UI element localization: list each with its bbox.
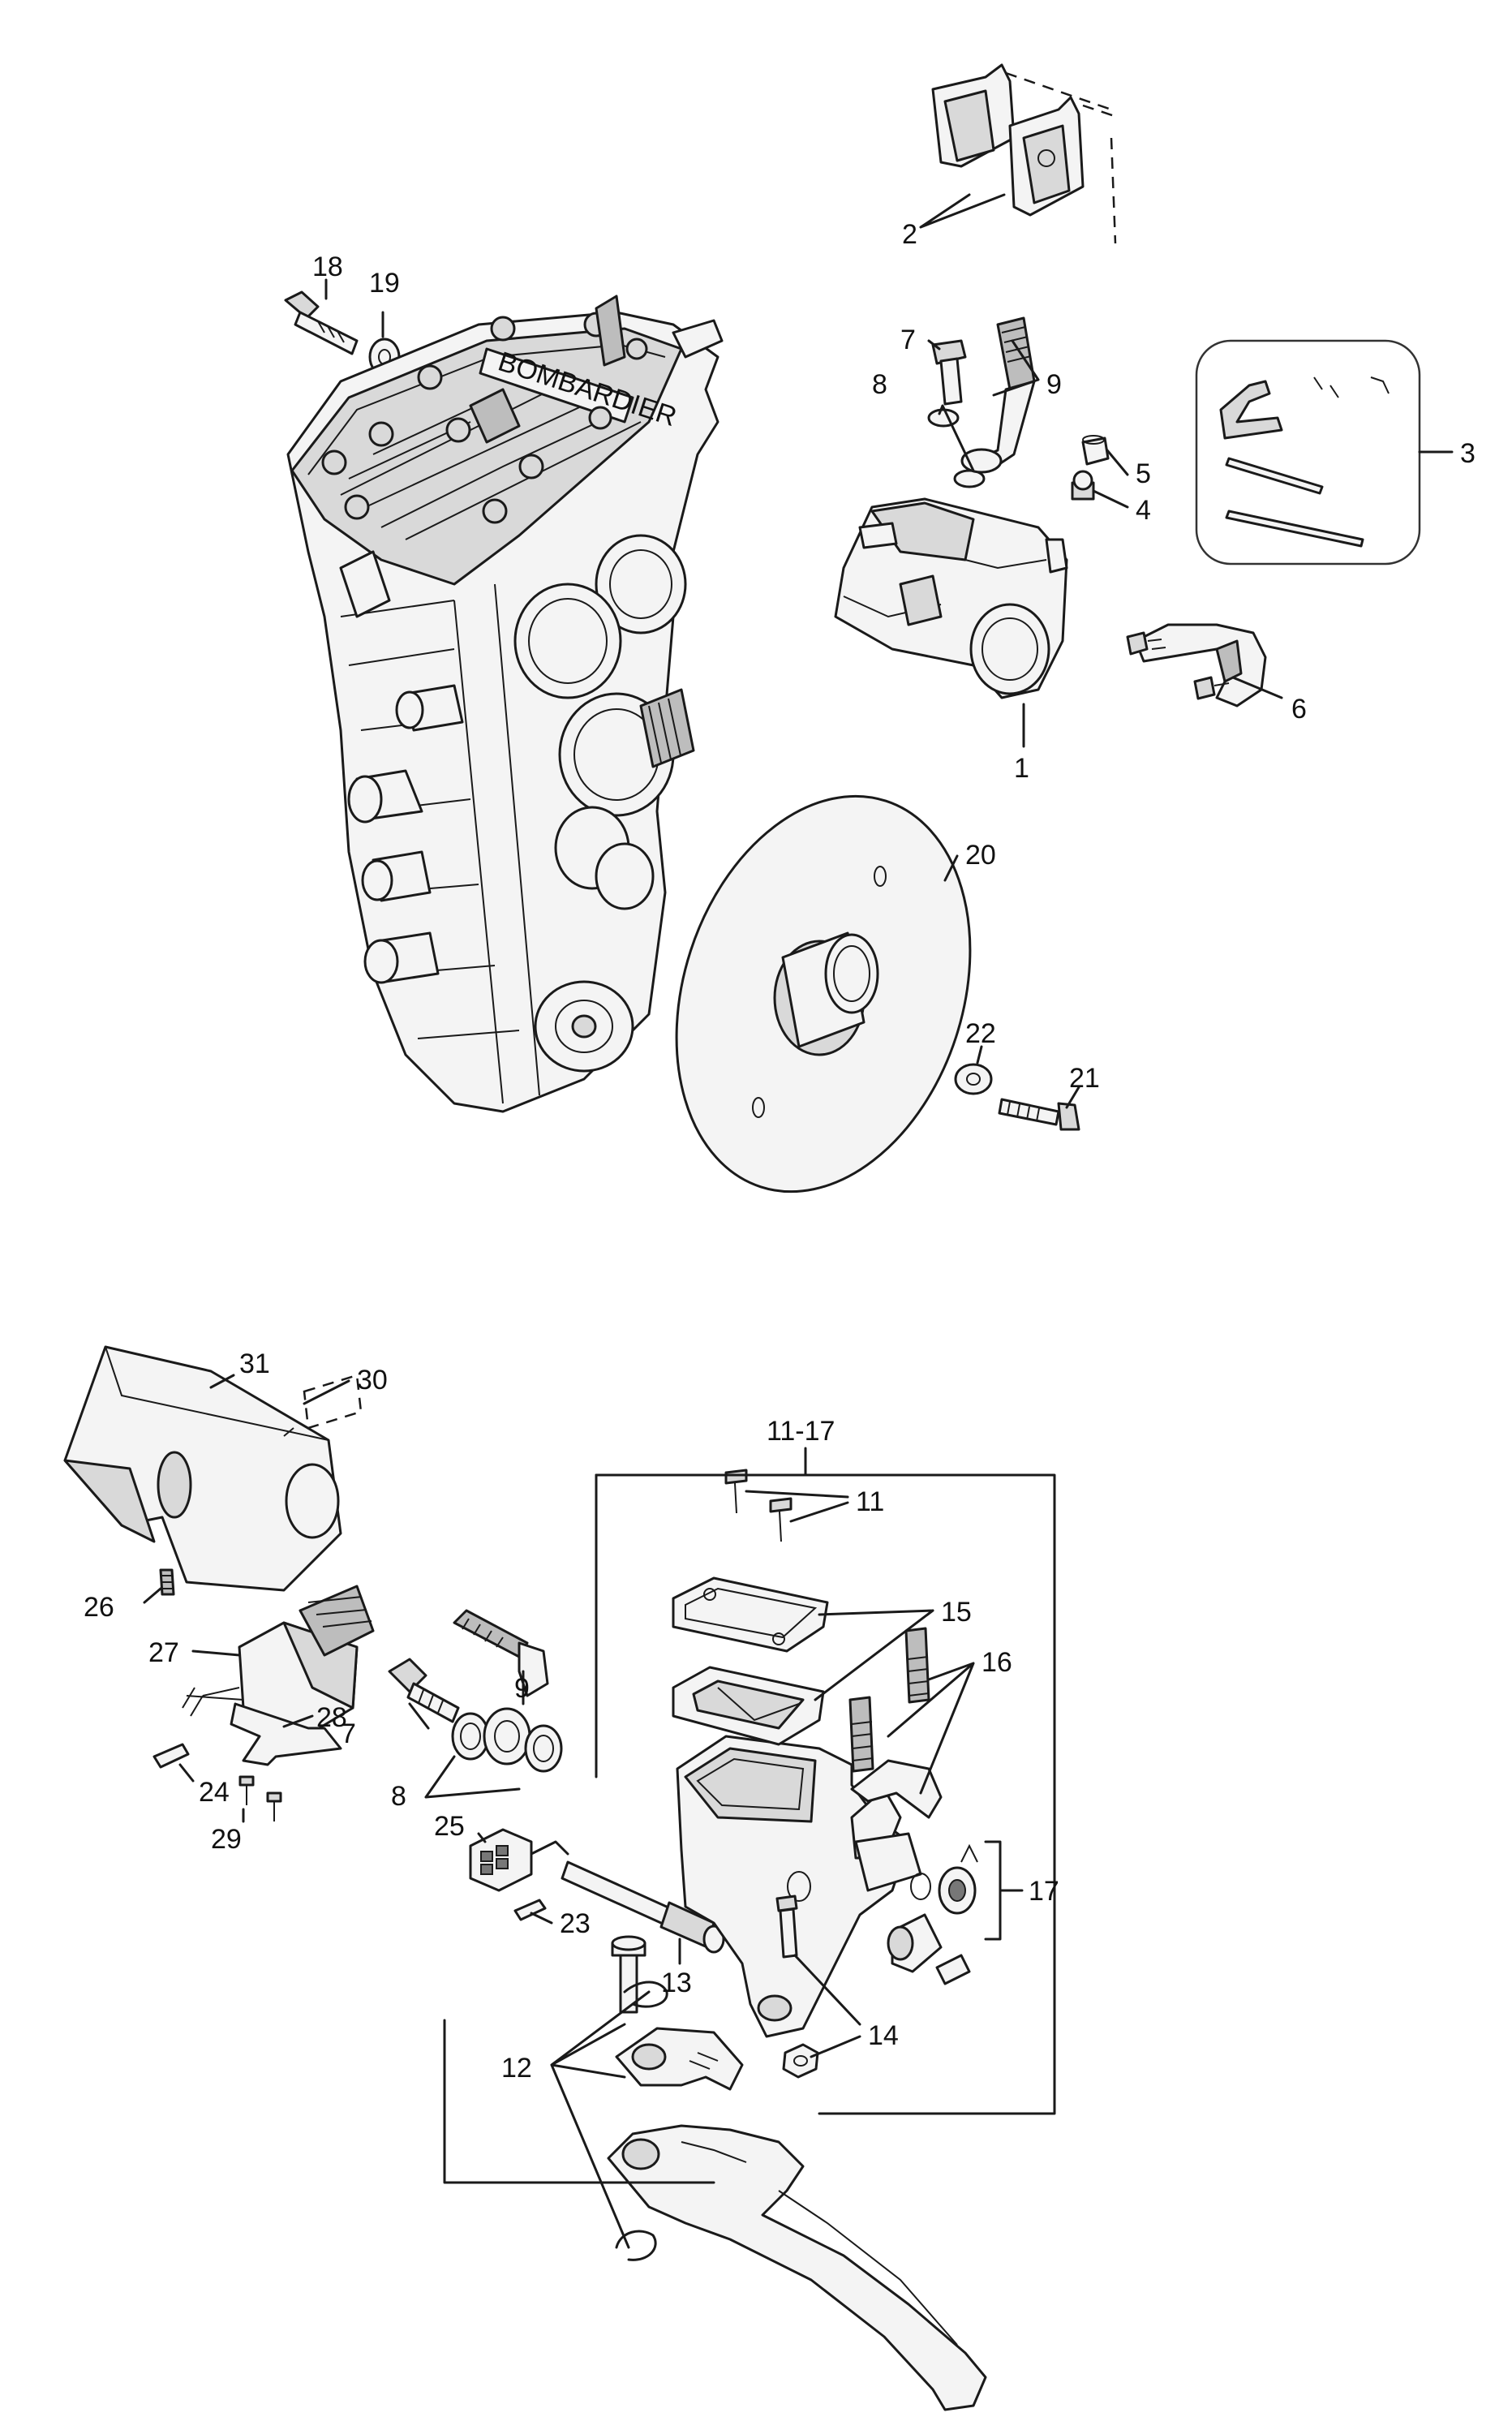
terminal-23 — [513, 1899, 547, 1921]
switch-bracket — [230, 1702, 342, 1766]
callout-17: 17 — [1029, 1876, 1059, 1907]
screws-29 — [238, 1775, 282, 1821]
callout-2: 2 — [902, 219, 917, 250]
switch-plunger — [561, 1860, 725, 1954]
circlip-upper — [623, 1981, 668, 2008]
dust-boot-17 — [887, 1843, 978, 1985]
leader-lines — [143, 193, 1454, 2249]
callout-labels: 1 2 3 4 5 6 7 8 9 18 19 20 21 22 31 30 1… — [84, 219, 1475, 2084]
reservoir-diaphragm — [672, 1666, 825, 1746]
callout-4: 4 — [1136, 495, 1151, 526]
brake-lever — [607, 2124, 987, 2411]
decal-30 — [283, 1374, 363, 1437]
callout-8-top: 8 — [872, 369, 887, 400]
connector-25 — [469, 1828, 569, 1892]
clamp-screws-16 — [848, 1627, 930, 1773]
reservoir-cap — [672, 1576, 829, 1653]
caliper-bracket — [1126, 623, 1267, 707]
callout-3: 3 — [1460, 438, 1475, 469]
callout-24: 24 — [199, 1777, 230, 1808]
bolt-21 — [998, 1098, 1080, 1131]
callout-7-bottom: 7 — [341, 1718, 356, 1749]
callout-11: 11 — [856, 1486, 884, 1517]
callout-18: 18 — [312, 252, 343, 282]
screw-14 — [775, 1895, 798, 1959]
callout-26: 26 — [84, 1592, 114, 1623]
callout-8-bottom: 8 — [391, 1781, 406, 1812]
callout-6: 6 — [1291, 694, 1307, 725]
callout-15: 15 — [941, 1597, 972, 1628]
master-cylinder-body — [676, 1735, 922, 2038]
bolt-18 — [284, 290, 359, 355]
lever-adjuster — [615, 2027, 744, 2091]
master-cylinder-cover — [63, 1345, 342, 1592]
callout-22: 22 — [965, 1018, 996, 1049]
callout-11-17: 11-17 — [767, 1416, 835, 1447]
brake-hose-bottom — [453, 1609, 549, 1697]
callout-12: 12 — [501, 2053, 532, 2084]
brake-caliper — [834, 497, 1068, 699]
callout-13: 13 — [661, 1968, 692, 1998]
sealing-washers-top — [927, 408, 986, 488]
callout-19: 19 — [369, 268, 400, 299]
cap-screws-11 — [724, 1469, 793, 1542]
pivot-nut — [782, 2043, 819, 2079]
callout-1: 1 — [1014, 753, 1029, 784]
callout-31: 31 — [239, 1348, 270, 1379]
callout-5: 5 — [1136, 458, 1151, 489]
terminal-24 — [152, 1743, 190, 1769]
set-screw-26 — [159, 1568, 175, 1596]
callout-30: 30 — [357, 1365, 388, 1396]
callout-29: 29 — [211, 1824, 242, 1855]
pad-pin-kit — [1195, 339, 1421, 566]
callout-25: 25 — [434, 1811, 465, 1842]
callout-28: 28 — [316, 1702, 347, 1733]
brake-hose-fitting — [960, 316, 1036, 474]
bleeder-cap — [1081, 435, 1110, 466]
banjo-bolt-bottom — [388, 1658, 460, 1723]
callout-7-top: 7 — [900, 325, 916, 355]
callout-9-top: 9 — [1046, 369, 1062, 400]
callout-16: 16 — [982, 1647, 1012, 1678]
callout-20: 20 — [965, 840, 996, 871]
brake-disc — [675, 794, 972, 1193]
callout-23: 23 — [560, 1908, 591, 1939]
callout-27: 27 — [148, 1637, 179, 1668]
banjo-bolt-top — [931, 339, 967, 406]
callout-21: 21 — [1069, 1063, 1100, 1094]
bleeder-screw — [1071, 470, 1095, 501]
pivot-bolt — [611, 1935, 646, 2014]
callout-9-bottom: 9 — [514, 1673, 530, 1704]
sealing-washers-bottom — [451, 1707, 563, 1773]
brake-pads — [931, 63, 1120, 244]
washer-22 — [954, 1063, 993, 1095]
gearbox-housing: BOMBARDIER — [286, 295, 724, 1113]
callout-14: 14 — [868, 2020, 899, 2051]
handlebar-clamp — [850, 1759, 943, 1819]
